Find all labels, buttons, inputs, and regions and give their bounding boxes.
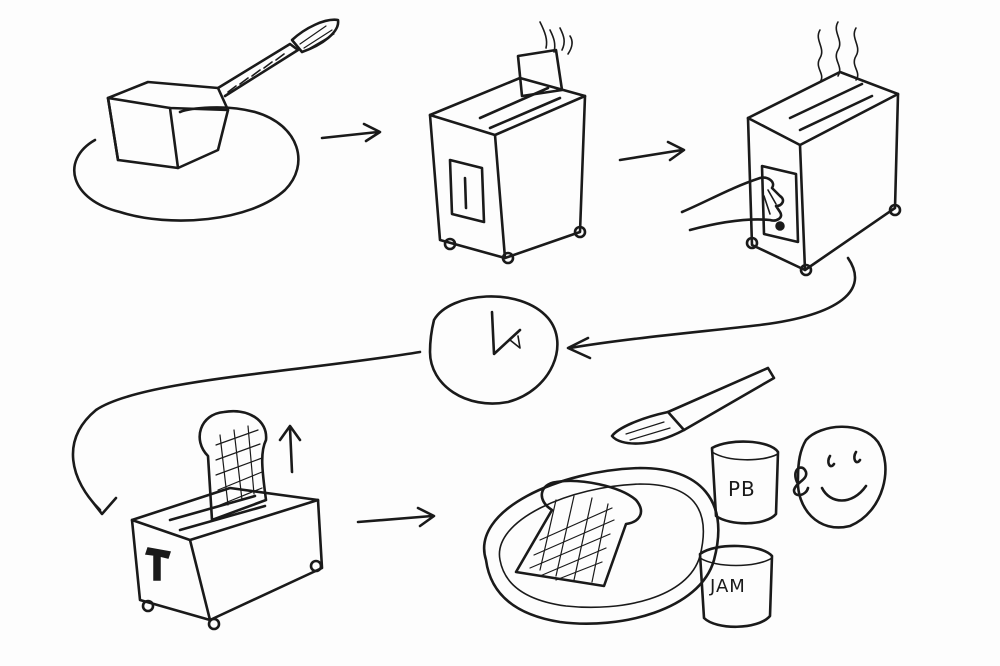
bread-slice-icon <box>516 48 564 98</box>
step-serve-toast: PB JAM <box>482 366 887 629</box>
timer-clock-icon <box>428 295 559 405</box>
popup-toaster-icon <box>130 486 324 631</box>
toast-slice-icon <box>198 409 268 522</box>
loaf-plate <box>73 106 300 222</box>
arrow-3 <box>356 506 436 528</box>
hand-icon <box>539 21 573 55</box>
arrow-1 <box>320 122 382 143</box>
arrow-2 <box>618 140 686 162</box>
heat-waves-icon <box>817 21 859 83</box>
curve-to-timer <box>566 256 857 360</box>
serving-plate-icon <box>482 466 720 626</box>
ampersand-icon <box>792 466 810 497</box>
bread-knife-icon <box>216 18 340 98</box>
peanut-butter-label: PB <box>728 477 756 501</box>
smiley-face-icon <box>796 425 887 529</box>
spreading-knife-icon <box>610 366 776 445</box>
curve-to-popup <box>71 350 422 516</box>
toaster-icon <box>428 76 587 265</box>
step-toast-pops <box>130 409 324 631</box>
pressing-hand-icon <box>680 176 785 232</box>
toaster-on-icon <box>745 70 902 277</box>
step-bread-loaf <box>73 18 340 222</box>
step-insert-bread <box>428 21 587 265</box>
plated-toast-icon <box>514 479 643 588</box>
jam-jar-icon: JAM <box>698 544 774 629</box>
step-press-lever <box>680 21 902 277</box>
peanut-butter-jar-icon: PB <box>710 440 780 525</box>
up-arrow-icon <box>278 424 302 474</box>
jam-label: JAM <box>709 576 746 597</box>
bread-loaf-icon <box>106 80 230 170</box>
